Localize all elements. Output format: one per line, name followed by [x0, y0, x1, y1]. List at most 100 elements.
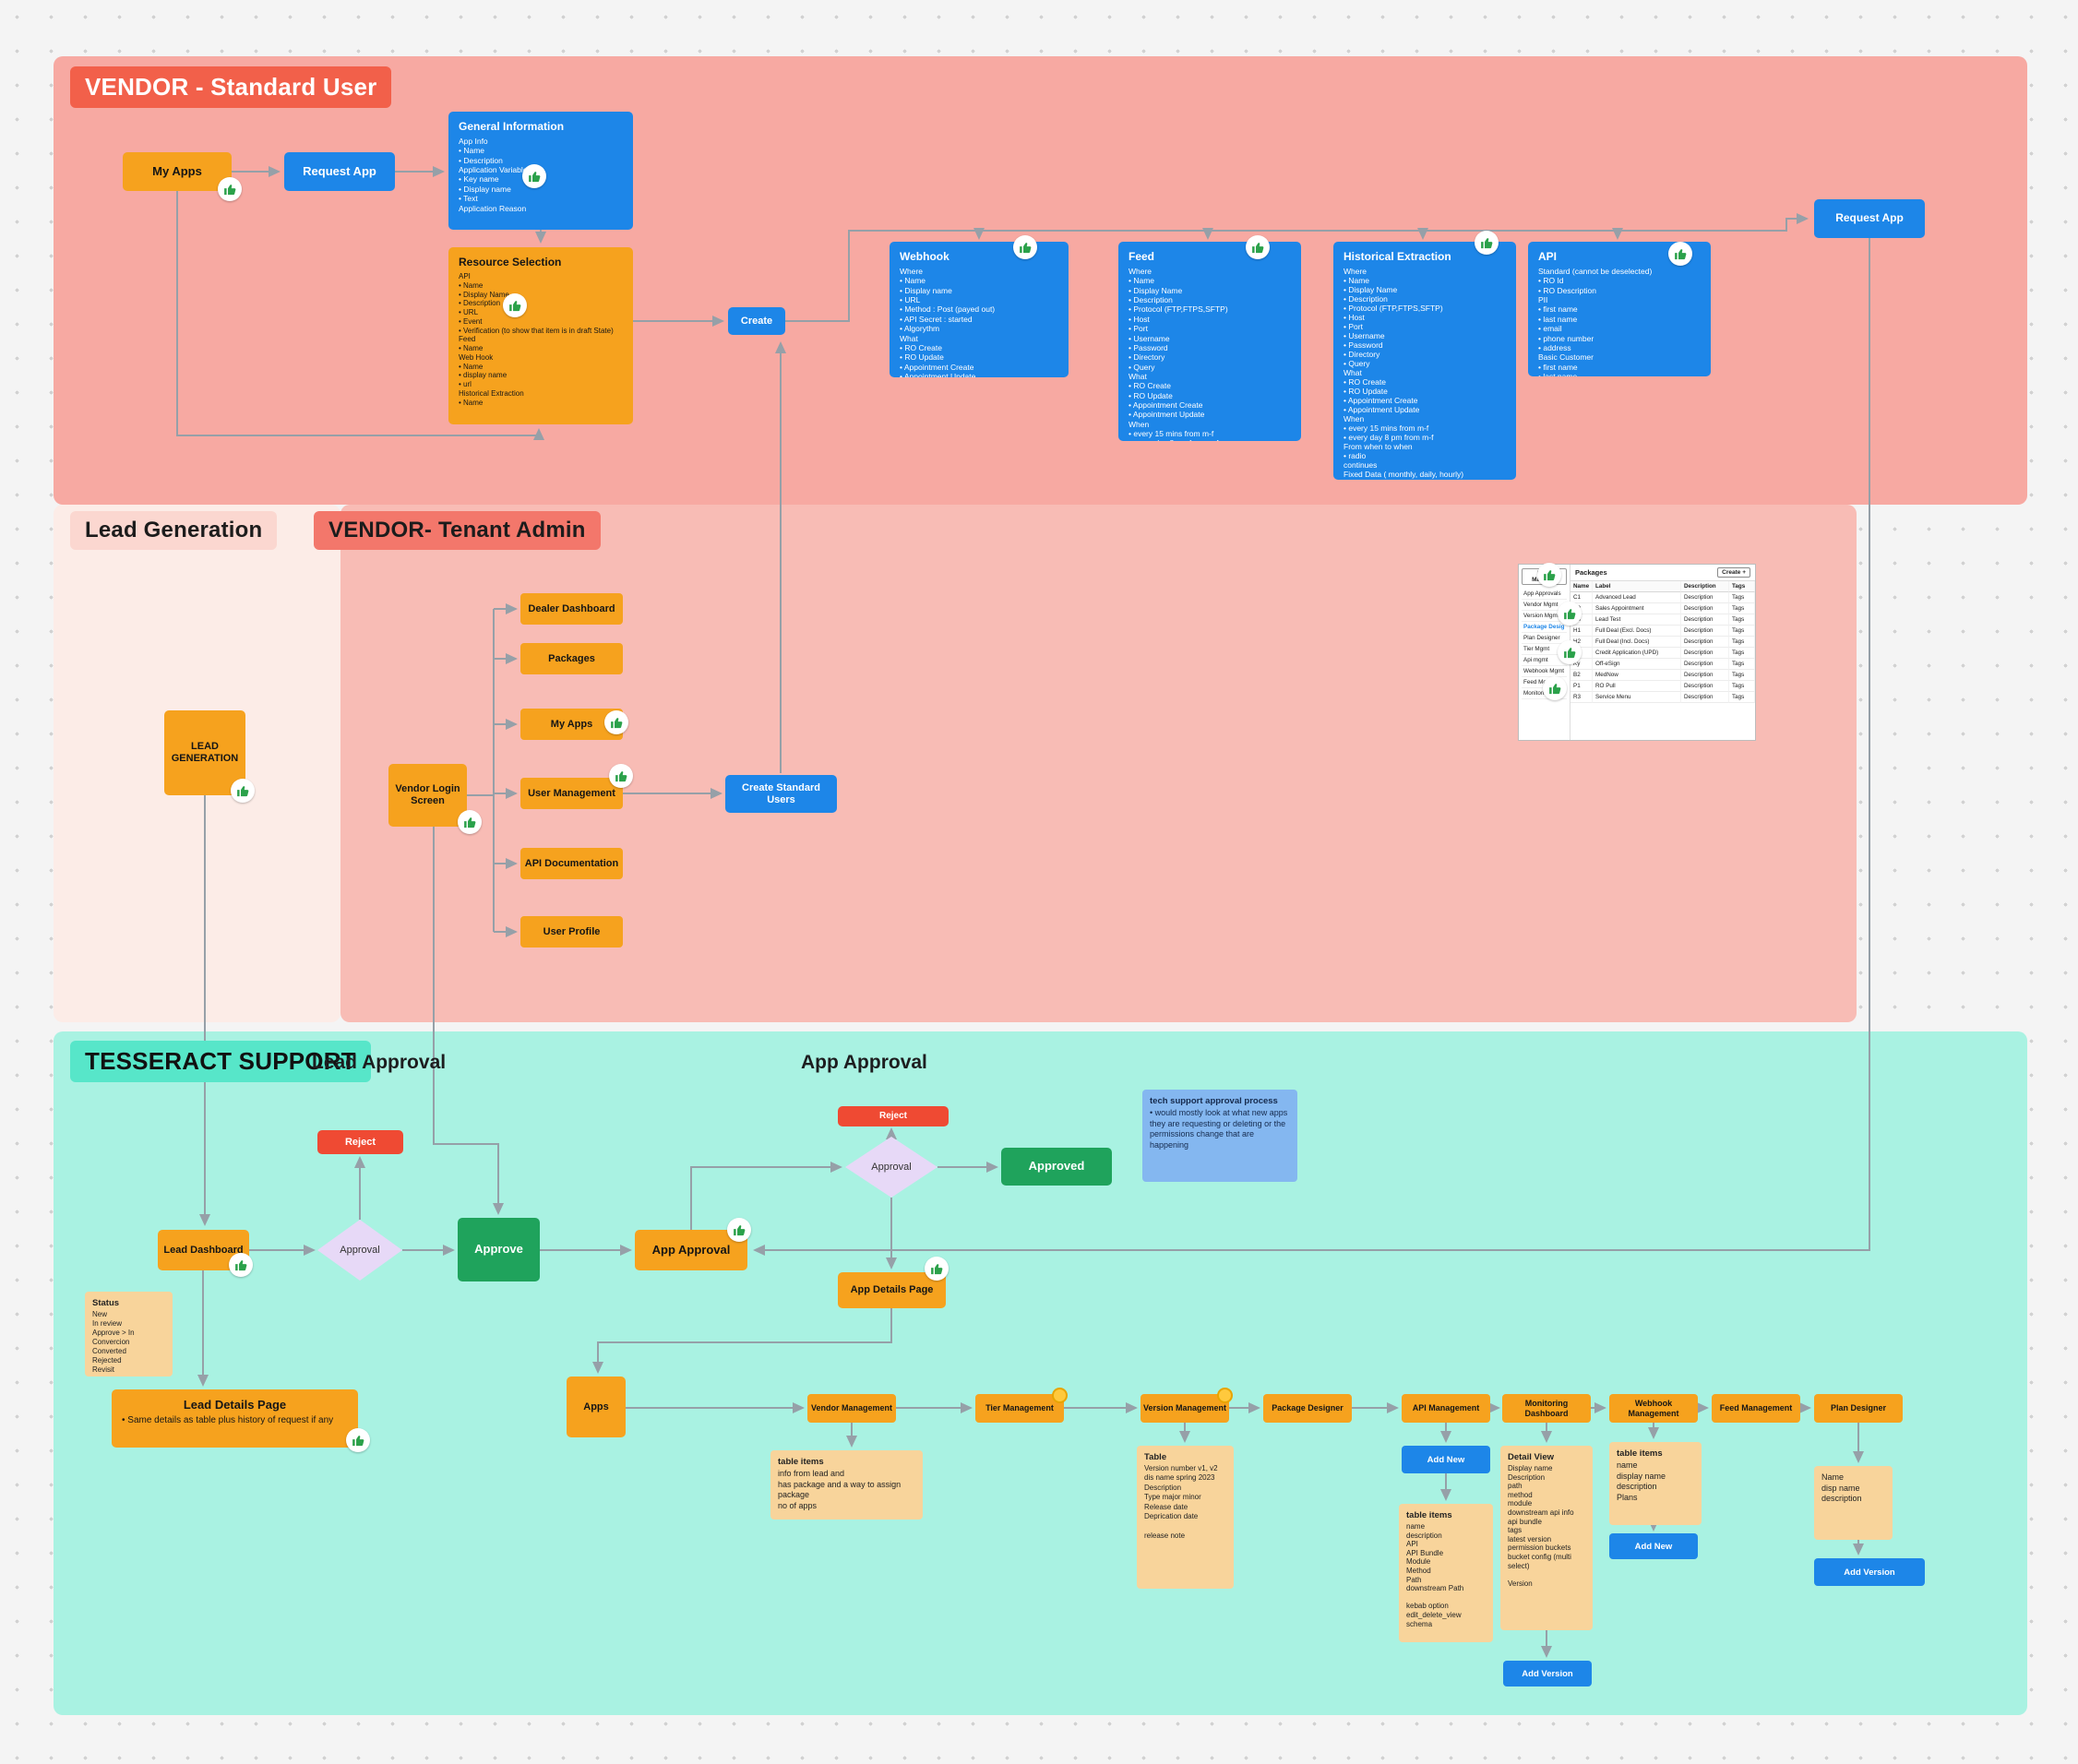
webhook-title: Webhook	[900, 250, 949, 263]
menu-packages[interactable]: Packages	[520, 643, 623, 674]
menu-my-apps[interactable]: My Apps	[520, 709, 623, 740]
request-app-right-box[interactable]: Request App	[1814, 199, 1925, 238]
historical-extraction-box[interactable]: Historical Extraction Where • Name • Dis…	[1333, 242, 1516, 480]
approval-diamond-1[interactable]: Approval	[317, 1220, 402, 1281]
sidebar-item-package-desig[interactable]: Package Desig	[1522, 622, 1567, 633]
row-api-management[interactable]: API Management	[1402, 1394, 1490, 1423]
approval-diamond-2[interactable]: Approval	[845, 1137, 937, 1198]
sidebar-item-webhook-mgmt[interactable]: Webhook Mgmt	[1522, 666, 1567, 677]
create-box[interactable]: Create	[728, 307, 785, 335]
webhook-body: Where • Name • Display name • URL • Meth…	[900, 267, 996, 377]
app-details-box[interactable]: App Details Page	[838, 1272, 946, 1308]
vendor-note-body: info from lead and has package and a way…	[778, 1469, 902, 1511]
add-new-button-webhook[interactable]: Add New	[1609, 1533, 1698, 1559]
create-standard-users-box[interactable]: Create Standard Users	[725, 775, 837, 813]
table-cell: Sales Appointment	[1593, 603, 1681, 614]
sidebar-item-tier-mgmt[interactable]: Tier Mgmt	[1522, 644, 1567, 655]
row-plan-designer[interactable]: Plan Designer	[1814, 1394, 1903, 1423]
thumbs-up-icon	[727, 1218, 751, 1242]
table-cell: Description	[1681, 592, 1729, 603]
apps-box[interactable]: Apps	[567, 1377, 626, 1437]
col-description: Description	[1681, 581, 1729, 592]
add-version-button-monitoring[interactable]: Add Version	[1503, 1661, 1592, 1687]
version-management-note[interactable]: Table Version number v1, v2 dis name spr…	[1137, 1446, 1234, 1589]
status-note-body: New In review Approve > In Convercion Co…	[92, 1310, 135, 1374]
row-vendor-management[interactable]: Vendor Management	[807, 1394, 896, 1423]
row-webhook-management[interactable]: Webhook Management	[1609, 1394, 1698, 1423]
thumbs-up-icon	[229, 1253, 253, 1277]
sidebar-item-monitoring[interactable]: Monitoring	[1522, 688, 1567, 699]
status-note-title: Status	[92, 1298, 120, 1308]
feed-body: Where • Name • Display Name • Descriptio…	[1129, 267, 1228, 441]
thumbs-up-icon	[1246, 235, 1270, 259]
row-monitoring-dashboard[interactable]: Monitoring Dashboard	[1502, 1394, 1591, 1423]
tech-support-note[interactable]: tech support approval process • would mo…	[1142, 1090, 1297, 1182]
api-body: Standard (cannot be deselected) • RO Id …	[1538, 267, 1653, 376]
packages-panel[interactable]: Lead Manager App Approvals Vendor Mgmt V…	[1518, 564, 1756, 741]
lead-generation-box[interactable]: LEAD GENERATION	[164, 710, 245, 795]
approve-box[interactable]: Approve	[458, 1218, 540, 1281]
row-package-designer[interactable]: Package Designer	[1263, 1394, 1352, 1423]
table-cell: Description	[1681, 681, 1729, 692]
table-cell: Full Deal (Incl. Docs)	[1593, 637, 1681, 648]
create-package-button[interactable]: Create +	[1717, 567, 1750, 578]
table-cell: Tags	[1729, 603, 1755, 614]
col-name: Name	[1570, 581, 1593, 592]
menu-user-profile[interactable]: User Profile	[520, 916, 623, 948]
webhook-management-note[interactable]: table items name display name descriptio…	[1609, 1442, 1702, 1525]
thumbs-up-icon	[346, 1428, 370, 1452]
thumbs-up-icon	[604, 710, 628, 734]
historical-extraction-body: Where • Name • Display Name • Descriptio…	[1344, 267, 1464, 480]
table-cell: Lead Test	[1593, 614, 1681, 626]
vendor-login-box[interactable]: Vendor Login Screen	[388, 764, 467, 827]
menu-dealer-dashboard[interactable]: Dealer Dashboard	[520, 593, 623, 625]
table-cell: Credit Application (UPD)	[1593, 648, 1681, 659]
table-cell: Full Deal (Excl. Docs)	[1593, 626, 1681, 637]
resource-selection-body: API • Name • Display Name • Description …	[459, 272, 614, 407]
menu-user-management[interactable]: User Management	[520, 778, 623, 809]
vendor-management-note[interactable]: table items info from lead and has packa…	[770, 1450, 923, 1520]
table-cell: Description	[1681, 692, 1729, 703]
request-app-box[interactable]: Request App	[284, 152, 395, 191]
thumbs-up-icon	[1475, 231, 1499, 255]
webhook-box[interactable]: Webhook Where • Name • Display name • UR…	[890, 242, 1069, 377]
sidebar-item-plan-designer[interactable]: Plan Designer	[1522, 633, 1567, 644]
api-management-note[interactable]: table items name description API API Bun…	[1399, 1504, 1493, 1642]
add-new-button-api[interactable]: Add New	[1402, 1446, 1490, 1473]
lead-details-box[interactable]: Lead Details Page • Same details as tabl…	[112, 1389, 358, 1448]
plan-designer-note[interactable]: Name disp name description	[1814, 1466, 1893, 1540]
row-version-management[interactable]: Version Management	[1141, 1394, 1229, 1423]
row-tier-management[interactable]: Tier Management	[975, 1394, 1064, 1423]
table-cell: Off-eSign	[1593, 659, 1681, 670]
api-box[interactable]: API Standard (cannot be deselected) • RO…	[1528, 242, 1711, 376]
resource-selection-box[interactable]: Resource Selection API • Name • Display …	[448, 247, 633, 424]
reject-box-2[interactable]: Reject	[838, 1106, 949, 1126]
status-note[interactable]: Status New In review Approve > In Conver…	[85, 1292, 173, 1377]
sidebar-item-vendor-mgmt[interactable]: Vendor Mgmt	[1522, 600, 1567, 611]
monitoring-dashboard-note[interactable]: Detail View Display name Description pat…	[1500, 1446, 1593, 1630]
monitoring-note-body: Display name Description path method mod…	[1508, 1464, 1574, 1588]
reject-box-1[interactable]: Reject	[317, 1130, 403, 1154]
sidebar-item-app-approvals[interactable]: App Approvals	[1522, 589, 1567, 600]
packages-title: Packages	[1575, 568, 1607, 577]
general-information-title: General Information	[459, 120, 565, 133]
menu-api-documentation[interactable]: API Documentation	[520, 848, 623, 879]
sidebar-item-api-mgmt[interactable]: Api mgmt	[1522, 655, 1567, 666]
approved-box[interactable]: Approved	[1001, 1148, 1112, 1186]
tech-support-note-title: tech support approval process	[1150, 1096, 1278, 1106]
stamp-dot	[1217, 1388, 1233, 1403]
row-feed-management[interactable]: Feed Management	[1712, 1394, 1800, 1423]
table-cell: Description	[1681, 603, 1729, 614]
thumbs-up-icon	[1013, 235, 1037, 259]
thumbs-up-icon	[1558, 640, 1582, 664]
my-apps-box[interactable]: My Apps	[123, 152, 232, 191]
table-cell: Tags	[1729, 692, 1755, 703]
table-cell: RO Pull	[1593, 681, 1681, 692]
sidebar-item-version-mgmt[interactable]: Version Mgmt	[1522, 611, 1567, 622]
feed-box[interactable]: Feed Where • Name • Display Name • Descr…	[1118, 242, 1301, 441]
label-app-approval: App Approval	[801, 1052, 927, 1073]
table-cell: P1	[1570, 681, 1593, 692]
table-cell: Tags	[1729, 681, 1755, 692]
add-version-button-plan[interactable]: Add Version	[1814, 1558, 1925, 1586]
